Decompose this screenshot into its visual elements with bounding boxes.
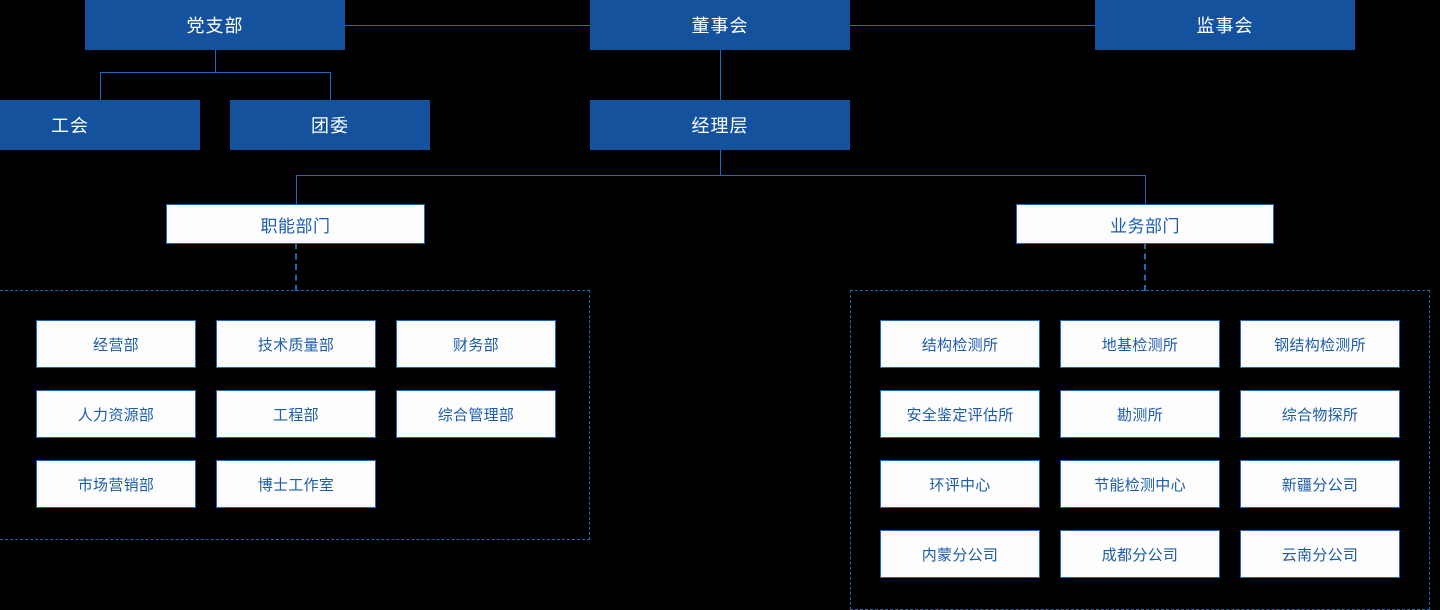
connector-party-children-bus xyxy=(100,72,330,73)
business-department-box-1[interactable]: 结构检测所 xyxy=(880,320,1040,368)
node-functional-departments[interactable]: 职能部门 xyxy=(166,204,425,244)
connector-board-to-supervisors xyxy=(850,25,1095,26)
business-department-box-8[interactable]: 节能检测中心 xyxy=(1060,460,1220,508)
functional-department-box-3[interactable]: 财务部 xyxy=(396,320,556,368)
functional-department-box-5[interactable]: 工程部 xyxy=(216,390,376,438)
connector-to-functional xyxy=(296,175,297,204)
business-department-box-11[interactable]: 成都分公司 xyxy=(1060,530,1220,578)
functional-departments-group xyxy=(0,290,590,540)
connector-to-youth-league xyxy=(330,72,331,100)
business-department-box-9[interactable]: 新疆分公司 xyxy=(1240,460,1400,508)
functional-department-box-8[interactable]: 博士工作室 xyxy=(216,460,376,508)
connector-management-children-bus xyxy=(296,175,1145,176)
functional-department-box-6[interactable]: 综合管理部 xyxy=(396,390,556,438)
business-department-box-4[interactable]: 安全鉴定评估所 xyxy=(880,390,1040,438)
node-board-of-supervisors[interactable]: 监事会 xyxy=(1095,0,1355,50)
node-management[interactable]: 经理层 xyxy=(590,100,850,150)
connector-functional-to-group xyxy=(295,243,297,291)
business-department-box-7[interactable]: 环评中心 xyxy=(880,460,1040,508)
connector-party-to-board xyxy=(345,25,590,26)
business-department-box-6[interactable]: 综合物探所 xyxy=(1240,390,1400,438)
functional-department-box-4[interactable]: 人力资源部 xyxy=(36,390,196,438)
functional-department-box-1[interactable]: 经营部 xyxy=(36,320,196,368)
functional-department-box-2[interactable]: 技术质量部 xyxy=(216,320,376,368)
node-labor-union[interactable]: 工会 xyxy=(0,100,200,150)
business-department-box-5[interactable]: 勘测所 xyxy=(1060,390,1220,438)
business-department-box-3[interactable]: 钢结构检测所 xyxy=(1240,320,1400,368)
business-department-box-2[interactable]: 地基检测所 xyxy=(1060,320,1220,368)
node-board-of-directors[interactable]: 董事会 xyxy=(590,0,850,50)
node-youth-league[interactable]: 团委 xyxy=(230,100,430,150)
connector-to-labor-union xyxy=(100,72,101,100)
business-department-box-12[interactable]: 云南分公司 xyxy=(1240,530,1400,578)
node-business-departments[interactable]: 业务部门 xyxy=(1016,204,1274,244)
connector-management-stem xyxy=(720,150,721,175)
connector-business-to-group xyxy=(1144,243,1146,291)
functional-department-box-7[interactable]: 市场营销部 xyxy=(36,460,196,508)
connector-to-business xyxy=(1145,175,1146,204)
connector-board-to-management xyxy=(720,50,721,100)
connector-party-stem xyxy=(215,50,216,72)
business-department-box-10[interactable]: 内蒙分公司 xyxy=(880,530,1040,578)
node-party-branch[interactable]: 党支部 xyxy=(85,0,345,50)
